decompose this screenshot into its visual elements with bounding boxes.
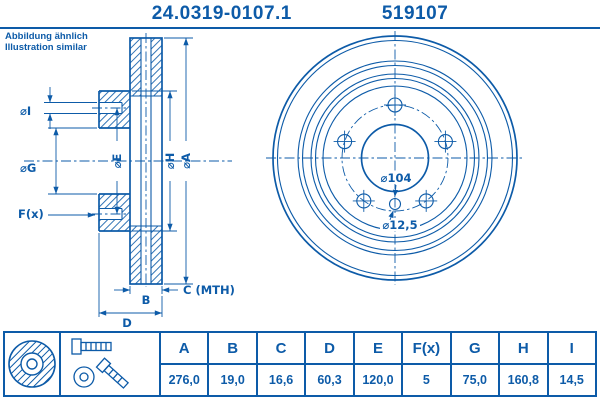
- spec-column-h: H 160,8: [498, 333, 547, 395]
- spec-header: D: [306, 333, 353, 365]
- spec-value: 19,0: [220, 373, 245, 387]
- spec-column-a: A 276,0: [159, 333, 208, 395]
- spec-value: 16,6: [268, 373, 294, 387]
- spec-header: A: [161, 333, 208, 365]
- angled-screw-icon: [95, 357, 130, 389]
- spec-value: 60,3: [317, 373, 342, 387]
- spec-value: 75,0: [462, 373, 488, 387]
- spec-column-c: C 16,6: [255, 333, 305, 395]
- set-screw-hole: [388, 197, 402, 211]
- spec-column-fx: F(x) 5: [401, 333, 450, 395]
- dim-label-g: ⌀G: [20, 161, 36, 175]
- note-line-de: Abbildung ähnlich: [5, 31, 88, 42]
- spec-header: F(x): [403, 333, 450, 365]
- disc-pictogram-cell: [5, 333, 59, 395]
- front-labels: ⌀104 ⌀12,5: [377, 171, 420, 232]
- spec-column-d: D 60,3: [304, 333, 353, 395]
- front-view: ⌀104 ⌀12,5: [266, 31, 524, 285]
- technical-drawing: ⌀A ⌀H ⌀E ⌀G ⌀I: [18, 31, 524, 330]
- dim-label-a: ⌀A: [179, 153, 193, 169]
- dim-label-b: B: [142, 293, 151, 307]
- spec-column-i: I 14,5: [546, 333, 595, 395]
- section-centerlines: [24, 33, 232, 287]
- dim-label-d: D: [122, 316, 132, 330]
- spec-column-b: B 19,0: [207, 333, 256, 395]
- cross-section-view: ⌀A ⌀H ⌀E ⌀G ⌀I: [18, 33, 235, 330]
- dim-label-i: ⌀I: [20, 104, 31, 118]
- section-dimensions: ⌀A ⌀H ⌀E ⌀G ⌀I: [18, 37, 235, 330]
- bolt-icon: [71, 338, 112, 355]
- spec-value: 276,0: [168, 373, 200, 387]
- spec-header: G: [451, 333, 499, 365]
- part-number: 24.0319-0107.1: [151, 2, 292, 24]
- dim-label-c: C (MTH): [183, 283, 235, 297]
- dim-label-104: ⌀104: [381, 171, 412, 185]
- dim-label-h: ⌀H: [163, 153, 177, 170]
- spec-header: H: [500, 333, 547, 365]
- spec-table: A 276,0 B 19,0 C 16,6 D 60,3 E 120,0 F(x…: [3, 331, 597, 397]
- front-centerlines: [266, 31, 524, 285]
- spec-value: 14,5: [559, 373, 584, 387]
- spec-header: I: [548, 333, 595, 365]
- spec-column-g: G 75,0: [449, 333, 499, 395]
- illustration-note: Abbildung ähnlich Illustration similar: [5, 31, 88, 53]
- washer-icon: [73, 366, 95, 388]
- wheel-bolt-holes: [333, 94, 457, 212]
- section-hatching: [99, 38, 162, 284]
- note-line-en: Illustration similar: [5, 42, 87, 53]
- screw-pictogram-cell: [59, 333, 159, 395]
- dim-label-fx: F(x): [18, 207, 44, 221]
- spec-header: E: [354, 333, 402, 365]
- spec-value: 160,8: [507, 373, 539, 387]
- screw-icon: [71, 338, 130, 389]
- spec-column-e: E 120,0: [352, 333, 402, 395]
- power-disc-icon: [8, 340, 56, 388]
- spec-header: C: [257, 333, 305, 365]
- reference-number: 519107: [381, 2, 449, 24]
- spec-value: 5: [422, 373, 430, 387]
- spec-header: B: [209, 333, 256, 365]
- dim-label-12-5: ⌀12,5: [382, 218, 417, 232]
- spec-value: 120,0: [362, 373, 394, 387]
- header-bar: 24.0319-0107.1 519107: [0, 0, 600, 29]
- dim-label-e: ⌀E: [110, 153, 124, 168]
